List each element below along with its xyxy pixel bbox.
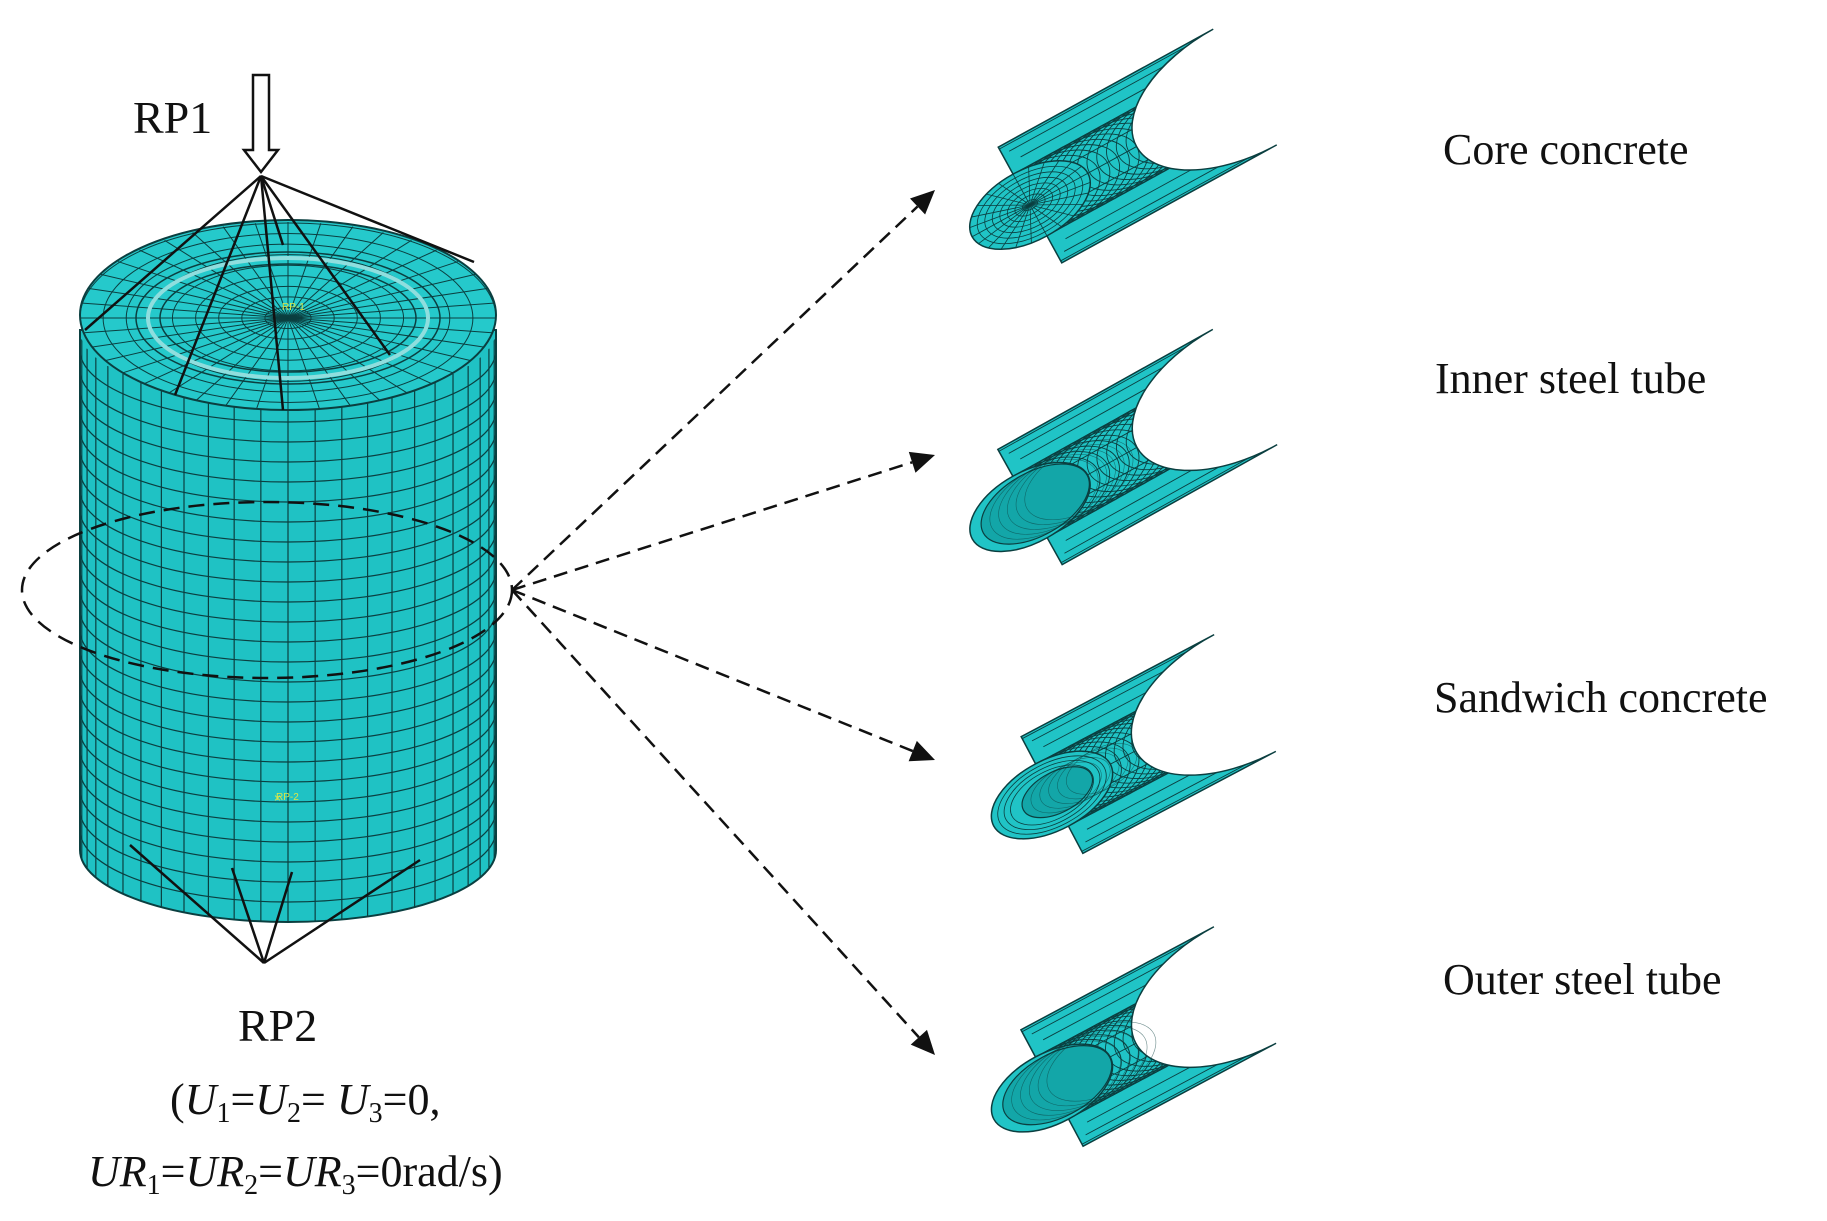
dashed-arrow-1 [511,205,919,591]
boundary-condition-line-1: (U1=U2= U3=0, [170,1075,441,1129]
rp1-label: RP1 [133,92,213,143]
rp1-small-label: RP-1 [282,302,305,313]
rp2-small-label: RP-2 [276,792,299,803]
arrowhead-3 [908,740,935,762]
component-label-sandwich-concrete: Sandwich concrete [1434,673,1768,722]
core-concrete-model [968,28,1278,264]
rp1-coupling [84,73,475,411]
sandwich-concrete-model [990,633,1277,855]
component-label-inner-steel-tube: Inner steel tube [1435,354,1707,403]
arrowhead-2 [908,451,935,473]
component-label-core-concrete: Core concrete [1443,125,1689,174]
inner-bore [1002,1045,1113,1126]
dashed-arrow-4 [511,589,920,1039]
component-label-outer-steel-tube: Outer steel tube [1443,955,1722,1004]
exploded-view-arrows [511,190,935,1055]
load-arrow [241,73,281,175]
boundary-condition-line-2: UR1=UR2=UR3=0rad/s) [88,1147,503,1201]
rp2-label: RP2 [238,1000,318,1051]
dashed-arrow-3 [511,588,914,753]
rp2-cross-marker: × [274,791,281,805]
main-column-model: RP-1 RP-2 × [79,219,497,923]
rp2-coupling [129,844,421,965]
dashed-arrow-2 [511,461,913,592]
arrowhead-4 [910,1029,935,1055]
inner-steel-tube-model [969,328,1278,566]
inner-tube-ring [146,256,430,380]
arrowhead-1 [910,190,935,215]
outer-steel-tube-model [990,926,1277,1148]
